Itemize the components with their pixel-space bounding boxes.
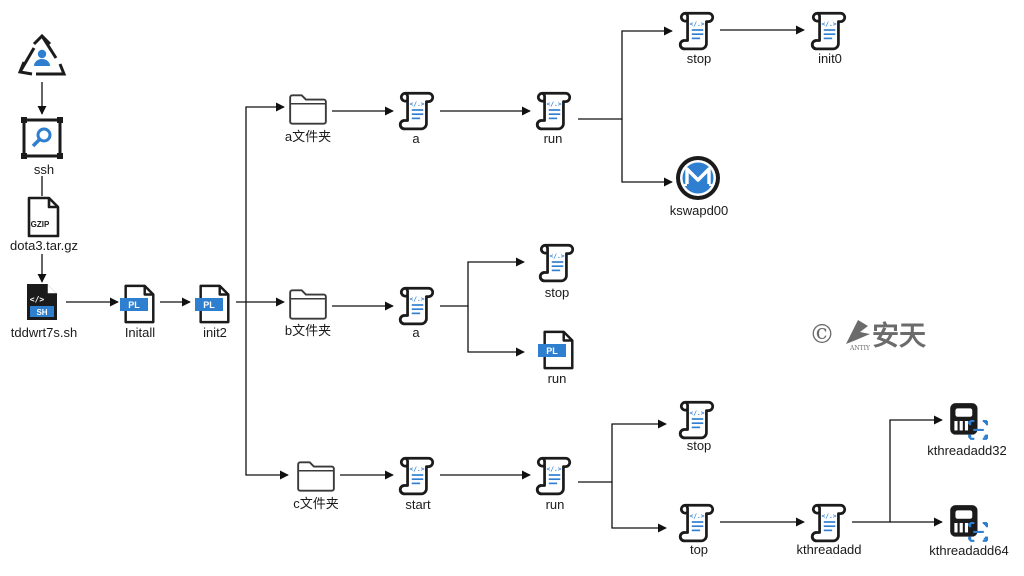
node-label-kswapd: kswapd00 — [670, 203, 729, 218]
perl-badge-init2: PL — [203, 300, 215, 310]
folder-icon — [289, 289, 327, 320]
node-label-a-stop: stop — [687, 51, 712, 66]
node-label-b-stop: stop — [545, 285, 570, 300]
script-icon — [535, 91, 572, 131]
shell-script-file-icon: </> SH — [27, 284, 57, 320]
node-label-ssh: ssh — [34, 162, 54, 177]
svg-text:</>: </> — [30, 295, 45, 304]
script-icon — [535, 456, 572, 496]
node-label-c-top: top — [690, 542, 708, 557]
script-icon — [678, 503, 715, 543]
node-label-init2: init2 — [203, 325, 227, 340]
node-label-folder-c: c文件夹 — [293, 496, 339, 511]
search-window-icon — [21, 117, 63, 159]
sh-badge: SH — [36, 308, 47, 317]
script-icon — [810, 503, 847, 543]
gzip-file-icon: GZIP — [27, 196, 60, 238]
node-label-kthreadadd64: kthreadadd64 — [929, 543, 1009, 558]
perl-file-icon: PL — [195, 284, 230, 324]
node-label-folder-b: b文件夹 — [285, 323, 331, 338]
node-label-kthreadadd: kthreadadd — [796, 542, 861, 557]
perl-file-icon: PL — [538, 330, 574, 370]
node-label-kthreadadd32: kthreadadd32 — [927, 443, 1007, 458]
folder-icon — [289, 94, 327, 125]
watermark-copyright: © — [809, 320, 835, 350]
node-label-c-start: start — [405, 497, 431, 512]
monero-icon — [676, 156, 720, 200]
node-label-a-a: a — [412, 131, 420, 146]
perl-badge-initall: PL — [128, 300, 140, 310]
gzip-badge: GZIP — [31, 220, 50, 229]
node-label-c-stop: stop — [687, 438, 712, 453]
perl-file-icon: PL — [120, 284, 155, 324]
script-icon — [398, 91, 435, 131]
antiy-logo-icon — [846, 320, 870, 344]
recycle-user-icon — [17, 33, 67, 76]
script-icon — [678, 400, 715, 440]
node-label-b-a: a — [412, 325, 420, 340]
script-icon — [398, 456, 435, 496]
machine-icon — [949, 402, 988, 440]
watermark-brand-small: ANTIY — [849, 345, 871, 352]
watermark: © ANTIY 安天 — [809, 320, 926, 352]
perl-badge-b-run: PL — [546, 346, 558, 356]
script-icon — [398, 286, 435, 326]
node-label-b-run: run — [548, 371, 567, 386]
node-label-initall: Initall — [125, 325, 155, 340]
script-icon — [678, 11, 715, 51]
node-label-shfile: tddwrt7s.sh — [11, 325, 77, 340]
script-icon — [810, 11, 847, 51]
machine-icon — [949, 504, 988, 542]
node-label-gzip: dota3.tar.gz — [10, 238, 78, 253]
node-label-a-init0: init0 — [818, 51, 842, 66]
edges — [37, 25, 943, 533]
folder-icon — [297, 461, 335, 492]
node-label-a-run: run — [544, 131, 563, 146]
node-label-c-run: run — [546, 497, 565, 512]
script-icon — [538, 243, 575, 283]
watermark-brand: 安天 — [872, 321, 926, 352]
node-label-folder-a: a文件夹 — [285, 129, 331, 144]
